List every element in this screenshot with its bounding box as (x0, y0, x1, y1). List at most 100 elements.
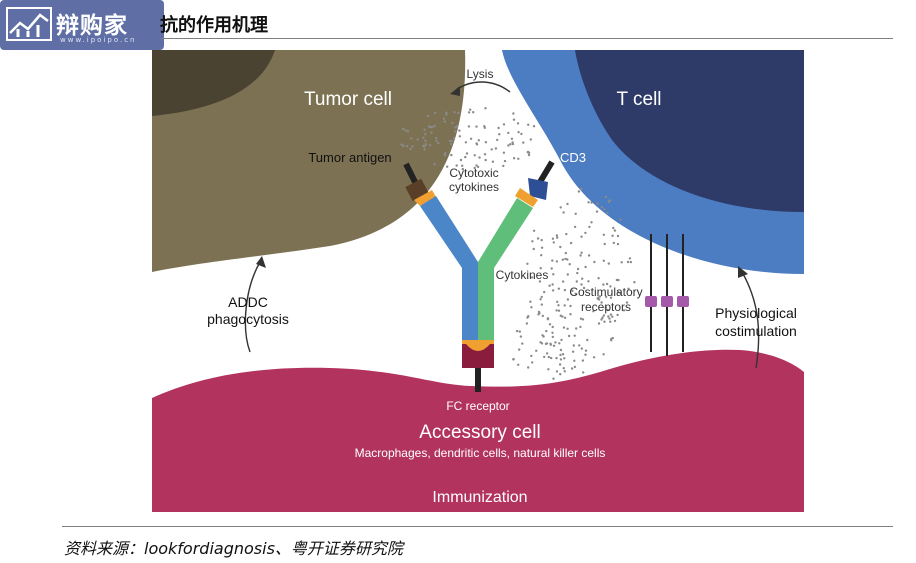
cytokine-dot (491, 160, 495, 163)
cytokine-dot (540, 254, 543, 257)
cytokine-dot (452, 137, 456, 140)
cytokine-dot (521, 342, 524, 345)
cytokine-dot (469, 137, 473, 140)
cytokine-dot (566, 258, 569, 261)
cytokine-dot (517, 157, 520, 160)
cytokine-dot (503, 159, 507, 163)
cytokine-dot (597, 277, 600, 280)
t-cell-label: T cell (616, 89, 661, 110)
cytokine-dot (606, 308, 609, 312)
cytokine-dot (530, 306, 533, 309)
cytokine-dot (564, 257, 567, 261)
cytokine-dot (611, 234, 614, 237)
cytokine-dot (601, 316, 604, 319)
cytokine-dot (540, 238, 543, 242)
cytokine-dot (535, 349, 538, 352)
cytokine-dot (445, 113, 448, 116)
cytokine-dot (573, 365, 577, 369)
cytokine-dot (433, 111, 437, 115)
cytokine-dot (443, 154, 446, 157)
cytokine-dot (581, 359, 585, 362)
tumor-cell-dark-region (152, 50, 275, 116)
cytokine-dot (559, 358, 563, 361)
cytokine-dot (575, 327, 578, 330)
cd3-label: CD3 (560, 150, 586, 165)
site-logo: 辩购家 www.ipoipo.cn (0, 0, 164, 50)
cytokine-dot (603, 320, 606, 323)
cytokine-dot (587, 280, 590, 283)
cytokine-dot (551, 335, 554, 339)
cytokine-dot (526, 262, 529, 265)
lysis-arrowhead (450, 86, 460, 96)
cytokine-dot (550, 356, 553, 360)
cytokine-dots (400, 107, 636, 380)
antibody-blue-arm (420, 196, 478, 342)
cytokine-dot (561, 353, 565, 356)
cytokine-dot (454, 130, 457, 133)
cytokine-dot (563, 304, 566, 307)
tumor-antigen-label: Tumor antigen (308, 150, 391, 165)
cytokine-dot (548, 323, 552, 326)
cytokine-dot (423, 145, 426, 148)
cytokine-dot (569, 313, 572, 316)
cytokine-dot (573, 359, 576, 362)
cytokine-dot (603, 242, 606, 246)
cytokine-dot (629, 260, 633, 264)
cytokine-dot (465, 152, 469, 155)
cytokine-dot (490, 148, 493, 151)
cytokine-dot (612, 241, 615, 245)
cytokine-dot (456, 125, 459, 128)
cytokine-dot (411, 145, 414, 148)
cytokine-dot (543, 290, 546, 294)
cytokine-dot (502, 151, 506, 154)
cytokine-dot (627, 287, 630, 290)
cytokine-dot (464, 155, 467, 159)
cytokine-dot (484, 158, 487, 162)
cytokine-dot (576, 271, 579, 275)
cytokine-dot (545, 352, 549, 355)
cytokine-dot (611, 315, 614, 318)
left-binding-site (414, 190, 436, 206)
cytokine-dot (402, 144, 405, 148)
cytokine-dot (628, 257, 632, 260)
cytokine-dot (551, 259, 554, 262)
cytokine-dot (551, 237, 555, 240)
footer-divider (62, 526, 893, 527)
cytokine-dot (576, 267, 580, 271)
cytokine-dot (496, 138, 499, 142)
cytokine-dot (483, 153, 487, 156)
accessory-cell-subtitle: Macrophages, dendritic cells, natural ki… (355, 446, 606, 460)
cd3-block (528, 178, 548, 200)
cytokine-dot (509, 143, 512, 146)
cytokine-dot (467, 125, 471, 128)
cytokine-dot (477, 139, 480, 142)
cytokine-dot (556, 236, 559, 239)
cytokine-dot (605, 282, 609, 286)
cytokine-dot (569, 304, 572, 308)
cytokine-dot (444, 152, 447, 155)
cytokine-dot (529, 300, 532, 303)
cytokine-dot (598, 295, 602, 298)
cytokine-dot (592, 356, 596, 359)
cytokine-dot (563, 316, 567, 319)
cytokine-dot (580, 235, 583, 238)
cytokine-dot (626, 260, 630, 264)
cytokine-dot (467, 111, 471, 114)
cytokine-dot (571, 350, 575, 353)
cytokine-dot (552, 377, 555, 380)
cytokine-dot (430, 131, 433, 134)
cytokine-dot (547, 368, 550, 371)
cytokine-dot (588, 225, 591, 229)
cytokine-dot (445, 111, 448, 114)
addc-label-2: phagocytosis (207, 311, 289, 327)
cytokine-dot (446, 165, 449, 168)
cytokine-dot (616, 234, 620, 238)
cytokine-dot (538, 280, 542, 283)
cytokine-dot (527, 123, 530, 127)
cytokine-dot (450, 153, 453, 157)
cytokine-dot (476, 165, 480, 169)
physio-label-2: costimulation (715, 323, 797, 339)
cytokine-dot (566, 327, 569, 330)
cytokine-dot (597, 322, 601, 325)
cytokine-dot (560, 338, 563, 342)
